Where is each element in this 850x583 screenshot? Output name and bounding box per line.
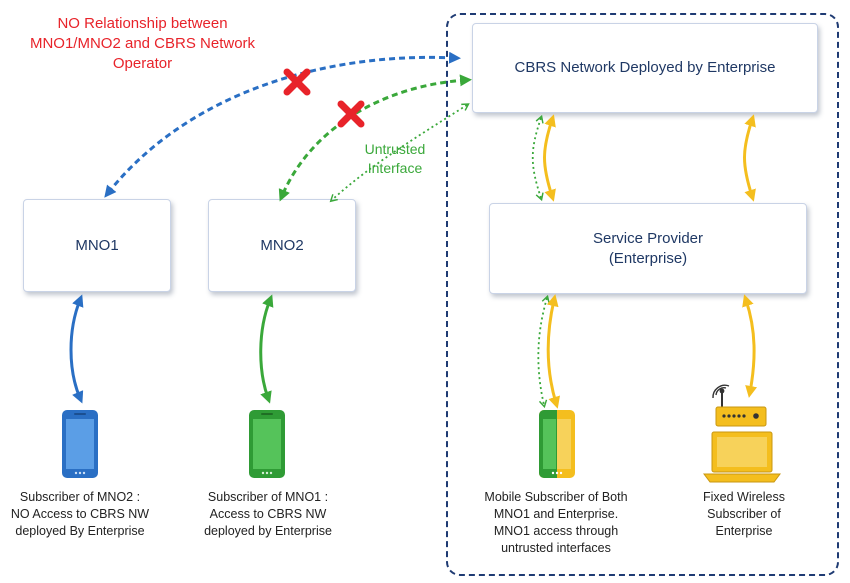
cbrs-network-node: CBRS Network Deployed by Enterprise	[472, 23, 818, 113]
blue-phone-icon	[62, 410, 98, 478]
mno2-label: MNO2	[260, 236, 304, 254]
green-link-mno2-phone	[259, 294, 274, 404]
yellow-link-sp-fixed	[742, 294, 758, 398]
service-provider-node: Service Provider (Enterprise)	[489, 203, 807, 294]
subscriber-mno1-caption: Subscriber of MNO1 : Access to CBRS NW d…	[204, 490, 332, 538]
mno1-label: MNO1	[75, 236, 119, 254]
yellow-link-cbrs-sp-left	[543, 114, 556, 202]
mno1-node: MNO1	[23, 199, 171, 292]
blocked-x-icon	[283, 68, 311, 96]
cbrs-network-label: CBRS Network Deployed by Enterprise	[514, 59, 776, 76]
blocked-x-icon	[337, 100, 365, 128]
green-dotted-link-sp-mobile	[537, 294, 550, 409]
fixed-wireless-caption: Fixed Wireless Subscriber of Enterprise	[703, 490, 785, 538]
green-phone-icon	[249, 410, 285, 478]
enterprise-boundary	[446, 13, 839, 576]
service-provider-label: Service Provider (Enterprise)	[592, 229, 704, 267]
fixed-wireless-router-icon	[712, 384, 767, 427]
green-dashed-link-cbrs-mno2	[278, 74, 472, 202]
mobile-both-caption: Mobile Subscriber of Both MNO1 and Enter…	[484, 490, 628, 555]
yellow-link-sp-mobile	[546, 294, 561, 409]
subscriber-mno2-caption: Subscriber of MNO2 : NO Access to CBRS N…	[10, 490, 150, 538]
blue-link-mno1-phone	[69, 294, 84, 404]
mno2-node: MNO2	[208, 199, 356, 292]
green-dotted-link-cbrs-sp	[531, 114, 544, 202]
laptop-icon	[703, 431, 781, 483]
blue-dashed-link-cbrs-mno1	[104, 51, 461, 198]
yellow-link-cbrs-sp-right	[743, 114, 756, 202]
dual-phone-icon	[539, 410, 575, 478]
